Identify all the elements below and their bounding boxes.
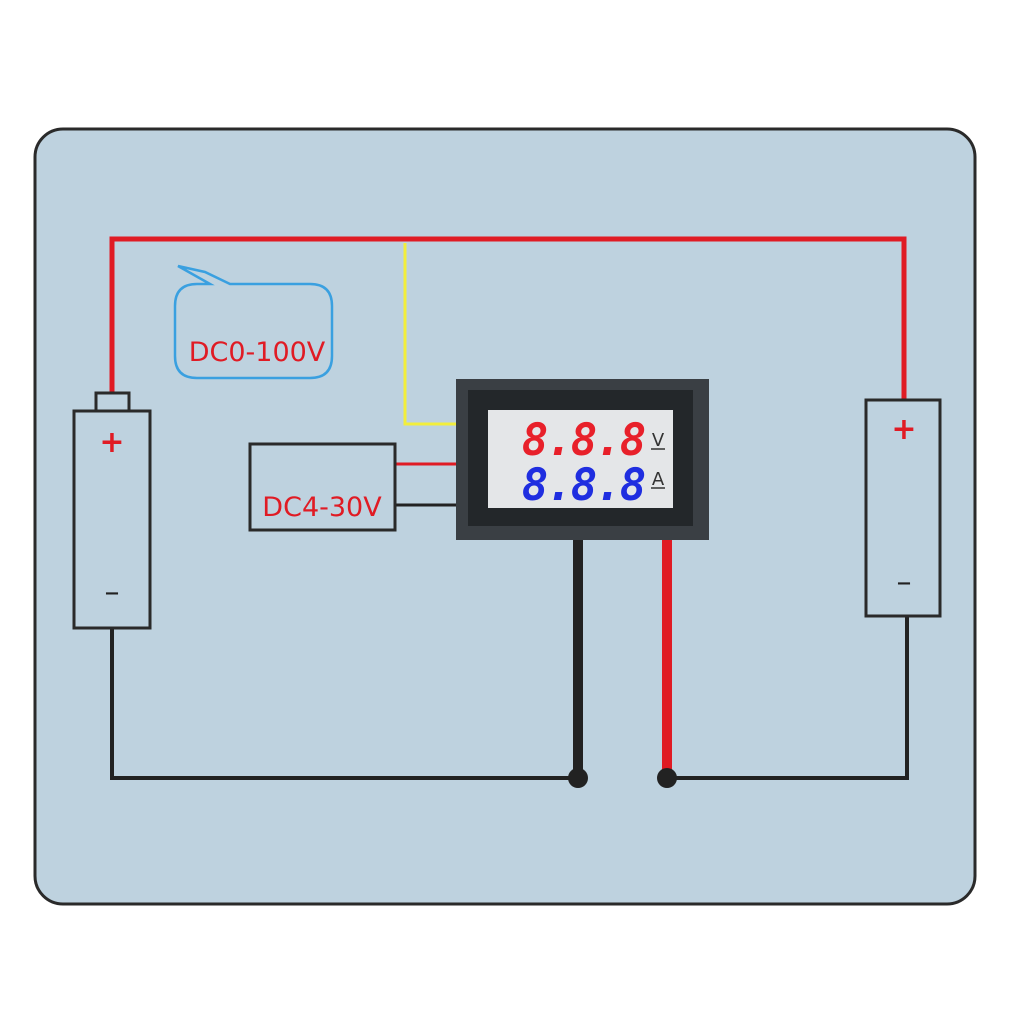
input-voltage-label: DC0-100V [189,337,326,368]
battery-right: + – [864,398,942,618]
ground-wire-right [667,616,909,780]
current-reading: 8.8.8 [522,460,645,511]
battery-left-plus: + [99,425,124,460]
current-unit: A [652,469,665,490]
positive-wire-top [109,236,907,400]
battery-left: + – [72,391,152,630]
junction-black [568,768,588,788]
supply-voltage-label: DC4-30V [262,492,382,523]
battery-right-plus: + [891,412,916,447]
voltmeter-ammeter: 8.8.8 8.8.8 V A [456,379,709,540]
supply-box: DC4-30V [248,442,397,532]
voltage-unit: V [652,430,665,451]
ground-wire-left [110,628,578,780]
signal-wire [403,243,458,426]
input-voltage-callout: DC0-100V [173,264,334,380]
battery-right-minus: – [897,565,912,600]
voltage-reading: 8.8.8 [522,415,645,466]
battery-left-minus: – [105,575,120,610]
junction-red [657,768,677,788]
